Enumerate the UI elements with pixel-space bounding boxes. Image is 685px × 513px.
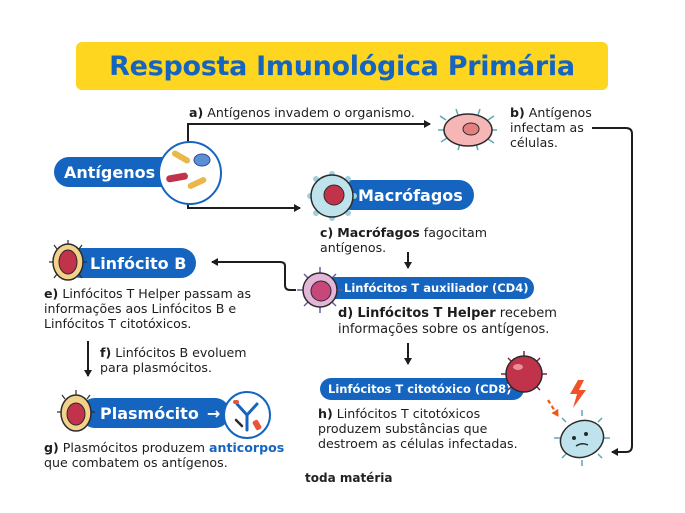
t-citotoxico-pill: Linfócitos T citotóxico (CD8): [320, 378, 524, 400]
t-helper-cell-icon: [297, 267, 343, 313]
arrow-e: [211, 258, 296, 291]
t-auxiliador-label: Linfócitos T auxiliador (CD4): [344, 281, 529, 295]
brand-logo: toda matéria: [305, 471, 393, 485]
macrophage-icon: [307, 171, 357, 221]
step-f-text: f) Linfócitos B evoluem para plasmócitos…: [100, 345, 247, 375]
macrofagos-label: Macrófagos: [358, 185, 463, 205]
t-citotoxico-label: Linfócitos T citotóxico (CD8): [328, 382, 512, 396]
step-e-text: e) Linfócitos T Helper passam as informa…: [44, 286, 252, 331]
lightning-icon: [570, 380, 586, 408]
anticorpos-highlight: anticorpos: [209, 440, 285, 455]
title-banner: Resposta Imunológica Primária: [76, 42, 608, 90]
b-lymphocyte-icon: [49, 240, 87, 281]
antibodies-circle-icon: [223, 391, 271, 439]
plasmocito-label: Plasmócito: [100, 403, 199, 423]
attack-arrow-1: [547, 399, 559, 417]
step-g-text: g) Plasmócitos produzem anticorpos que c…: [44, 440, 285, 470]
step-a-text: a) Antígenos invadem o organismo.: [189, 105, 415, 120]
plasmocito-pill: Plasmócito →: [80, 398, 230, 428]
macrofagos-pill: Macrófagos: [336, 180, 474, 210]
step-d-text: d) Linfócitos T Helper recebem informaçõ…: [338, 306, 557, 337]
infected-cell-icon: [554, 410, 610, 466]
step-b-text: b) Antígenos infectam as células.: [510, 105, 592, 150]
step-c-text: c) Macrófagos fagocitam antígenos.: [320, 225, 487, 255]
t-auxiliador-pill: Linfócitos T auxiliador (CD4): [320, 277, 534, 299]
arrow-a: [187, 120, 431, 160]
arrow-right-icon: →: [206, 403, 221, 423]
antigens-circle-icon: [158, 141, 222, 205]
step-h-text: h) Linfócitos T citotóxicos produzem sub…: [318, 406, 518, 451]
t-cytotoxic-cell-icon: [501, 351, 547, 393]
linfocito-b-pill: Linfócito B: [66, 248, 196, 278]
arrow-b: [592, 127, 633, 456]
pathogen-cell-icon: [438, 108, 497, 151]
page-title: Resposta Imunológica Primária: [109, 50, 575, 82]
linfocito-b-label: Linfócito B: [90, 253, 187, 273]
antigenos-label: Antígenos: [64, 162, 156, 182]
plasma-cell-icon: [57, 390, 95, 432]
